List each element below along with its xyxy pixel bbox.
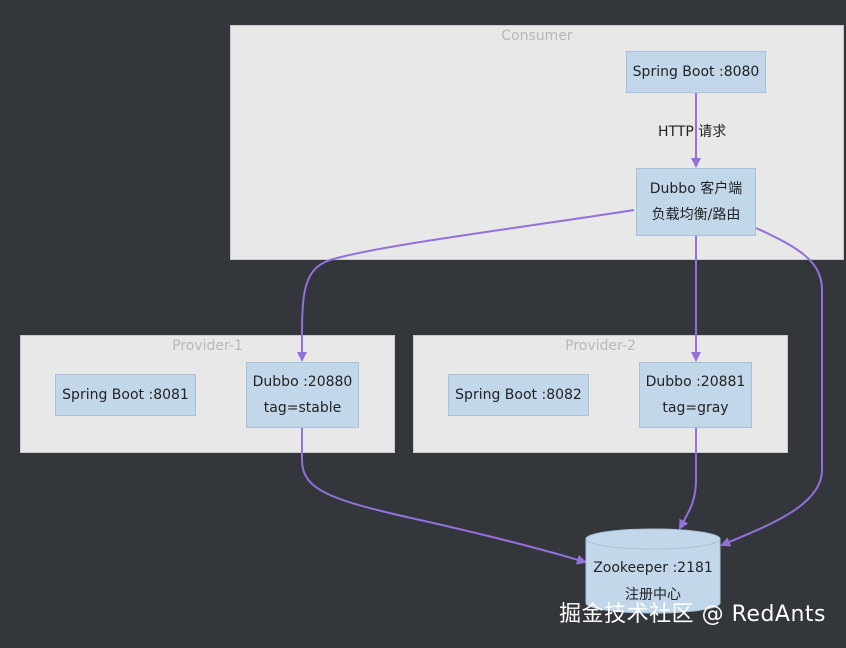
dubbo-client-label: Dubbo 客户端 bbox=[649, 181, 743, 197]
provider2-spring-boot-node: Spring Boot :8082 bbox=[448, 374, 589, 416]
provider2-spring-boot-label: Spring Boot :8082 bbox=[455, 387, 582, 403]
edge-provider2-to-zookeeper bbox=[679, 428, 697, 530]
provider1-dubbo-tag: tag=stable bbox=[263, 400, 342, 416]
dubbo-client-node: Dubbo 客户端 负载均衡/路由 bbox=[636, 168, 756, 236]
provider1-dubbo-node: Dubbo :20880 tag=stable bbox=[246, 362, 359, 428]
provider1-spring-boot-node: Spring Boot :8081 bbox=[55, 374, 196, 416]
provider2-dubbo-label: Dubbo :20881 bbox=[645, 374, 746, 390]
provider1-spring-boot-label: Spring Boot :8081 bbox=[62, 387, 189, 403]
zookeeper-label: Zookeeper :2181 bbox=[593, 560, 713, 576]
provider1-group-title: Provider-1 bbox=[172, 338, 243, 354]
watermark: 掘金技术社区 @ RedAnts bbox=[559, 602, 826, 627]
provider1-dubbo-label: Dubbo :20880 bbox=[252, 374, 353, 390]
dubbo-client-sublabel: 负载均衡/路由 bbox=[651, 207, 741, 223]
edge-provider1-to-zookeeper bbox=[301, 428, 587, 565]
consumer-group-title: Consumer bbox=[501, 28, 573, 44]
edge-client-to-provider1 bbox=[296, 209, 635, 362]
provider2-dubbo-node: Dubbo :20881 tag=gray bbox=[639, 362, 752, 428]
provider2-group-title: Provider-2 bbox=[565, 338, 636, 354]
zookeeper-cylinder bbox=[585, 528, 721, 614]
consumer-spring-boot-label: Spring Boot :8080 bbox=[632, 64, 760, 80]
consumer-spring-boot-node: Spring Boot :8080 bbox=[626, 51, 766, 93]
zookeeper-sublabel: 注册中心 bbox=[625, 587, 681, 603]
edge-client-to-zookeeper bbox=[720, 227, 823, 547]
http-request-label: HTTP 请求 bbox=[658, 124, 727, 140]
provider2-dubbo-tag: tag=gray bbox=[662, 400, 729, 416]
